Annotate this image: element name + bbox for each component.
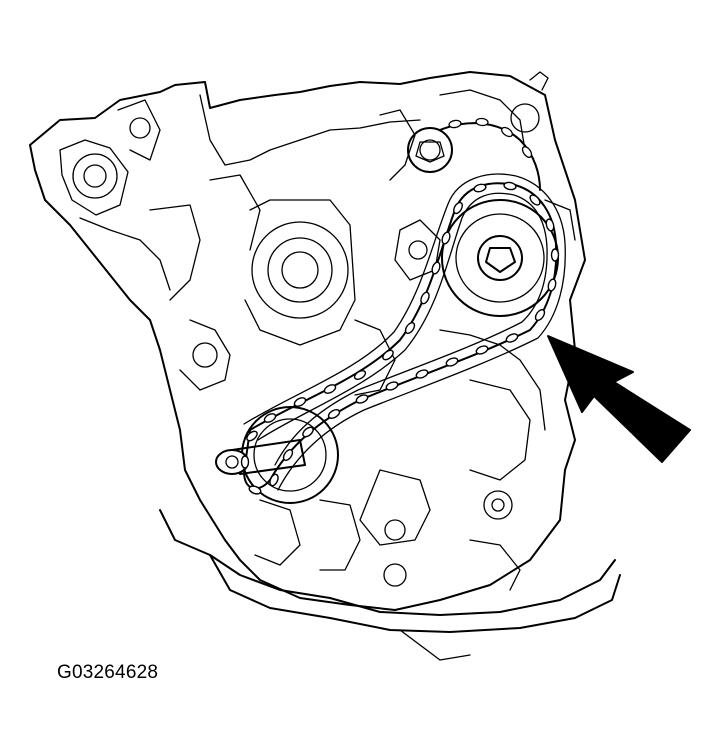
chain-upper-run — [439, 117, 541, 191]
engine-block — [29, 71, 586, 611]
timing-chain — [240, 173, 566, 495]
pointer-arrow-icon — [547, 335, 691, 463]
crankshaft-sprocket — [215, 406, 339, 504]
idler-sprocket — [407, 127, 453, 173]
oil-pan — [159, 509, 621, 661]
figure-code-label: G03264628 — [57, 662, 159, 683]
